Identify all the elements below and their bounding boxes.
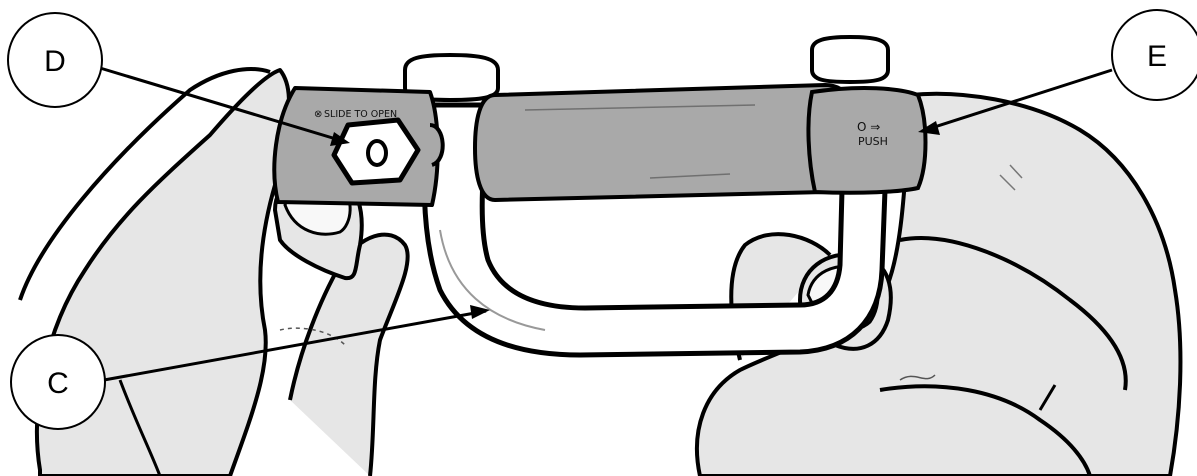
slide-to-open-label: SLIDE TO OPEN	[324, 109, 397, 120]
lock-tube	[475, 85, 860, 200]
shackle-cap-right	[812, 37, 888, 82]
callout-e: E	[1112, 10, 1197, 100]
slide-mark-glyph: ⊗	[314, 109, 322, 120]
callout-c: C	[11, 335, 105, 429]
slide-knob-hole	[368, 141, 386, 165]
push-cap: O ⇒ PUSH	[808, 88, 925, 193]
callout-e-letter: E	[1147, 40, 1167, 73]
callout-d: D	[8, 13, 102, 107]
push-symbol: O ⇒	[857, 120, 880, 134]
slide-housing-tab	[430, 125, 443, 165]
slide-housing: ⊗ SLIDE TO OPEN	[274, 88, 442, 205]
tube-body	[475, 85, 860, 200]
push-label: PUSH	[858, 135, 888, 148]
callout-d-letter: D	[44, 45, 66, 78]
callout-c-letter: C	[47, 367, 69, 400]
